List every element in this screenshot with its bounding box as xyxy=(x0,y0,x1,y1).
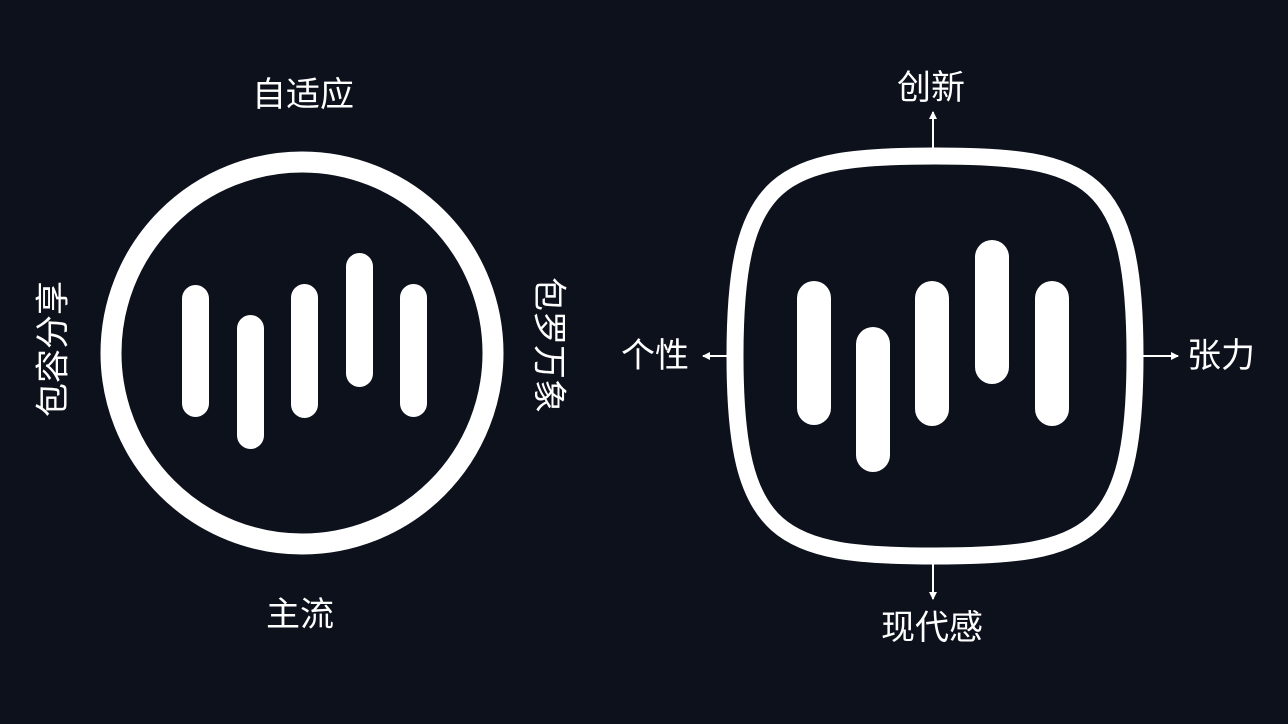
right-label-top: 创新 xyxy=(897,68,965,108)
left-logo-bars xyxy=(182,253,427,449)
left-label-right: 包罗万象 xyxy=(529,277,569,413)
right-logo xyxy=(726,147,1144,565)
right-logo-bars xyxy=(797,240,1069,472)
right-arrows xyxy=(702,111,1179,600)
left-logo-ring xyxy=(100,151,504,555)
left-bar-1 xyxy=(182,285,209,417)
left-logo xyxy=(100,151,504,555)
left-label-bottom: 主流 xyxy=(266,595,334,635)
right-bar-2 xyxy=(856,327,890,472)
right-bar-1 xyxy=(797,281,831,425)
right-label-left: 个性 xyxy=(621,336,689,376)
left-bar-4 xyxy=(346,253,373,387)
left-bar-5 xyxy=(400,284,427,417)
right-label-bottom: 现代感 xyxy=(881,608,983,648)
left-label-left: 包容分享 xyxy=(34,281,74,417)
right-bar-3 xyxy=(915,281,949,426)
right-logo-frame xyxy=(726,147,1144,565)
left-label-top: 自适应 xyxy=(252,75,354,115)
left-bar-2 xyxy=(237,315,264,449)
right-label-right: 张力 xyxy=(1187,336,1255,376)
right-bar-4 xyxy=(975,240,1009,384)
right-bar-5 xyxy=(1035,281,1069,426)
left-bar-3 xyxy=(291,284,318,418)
